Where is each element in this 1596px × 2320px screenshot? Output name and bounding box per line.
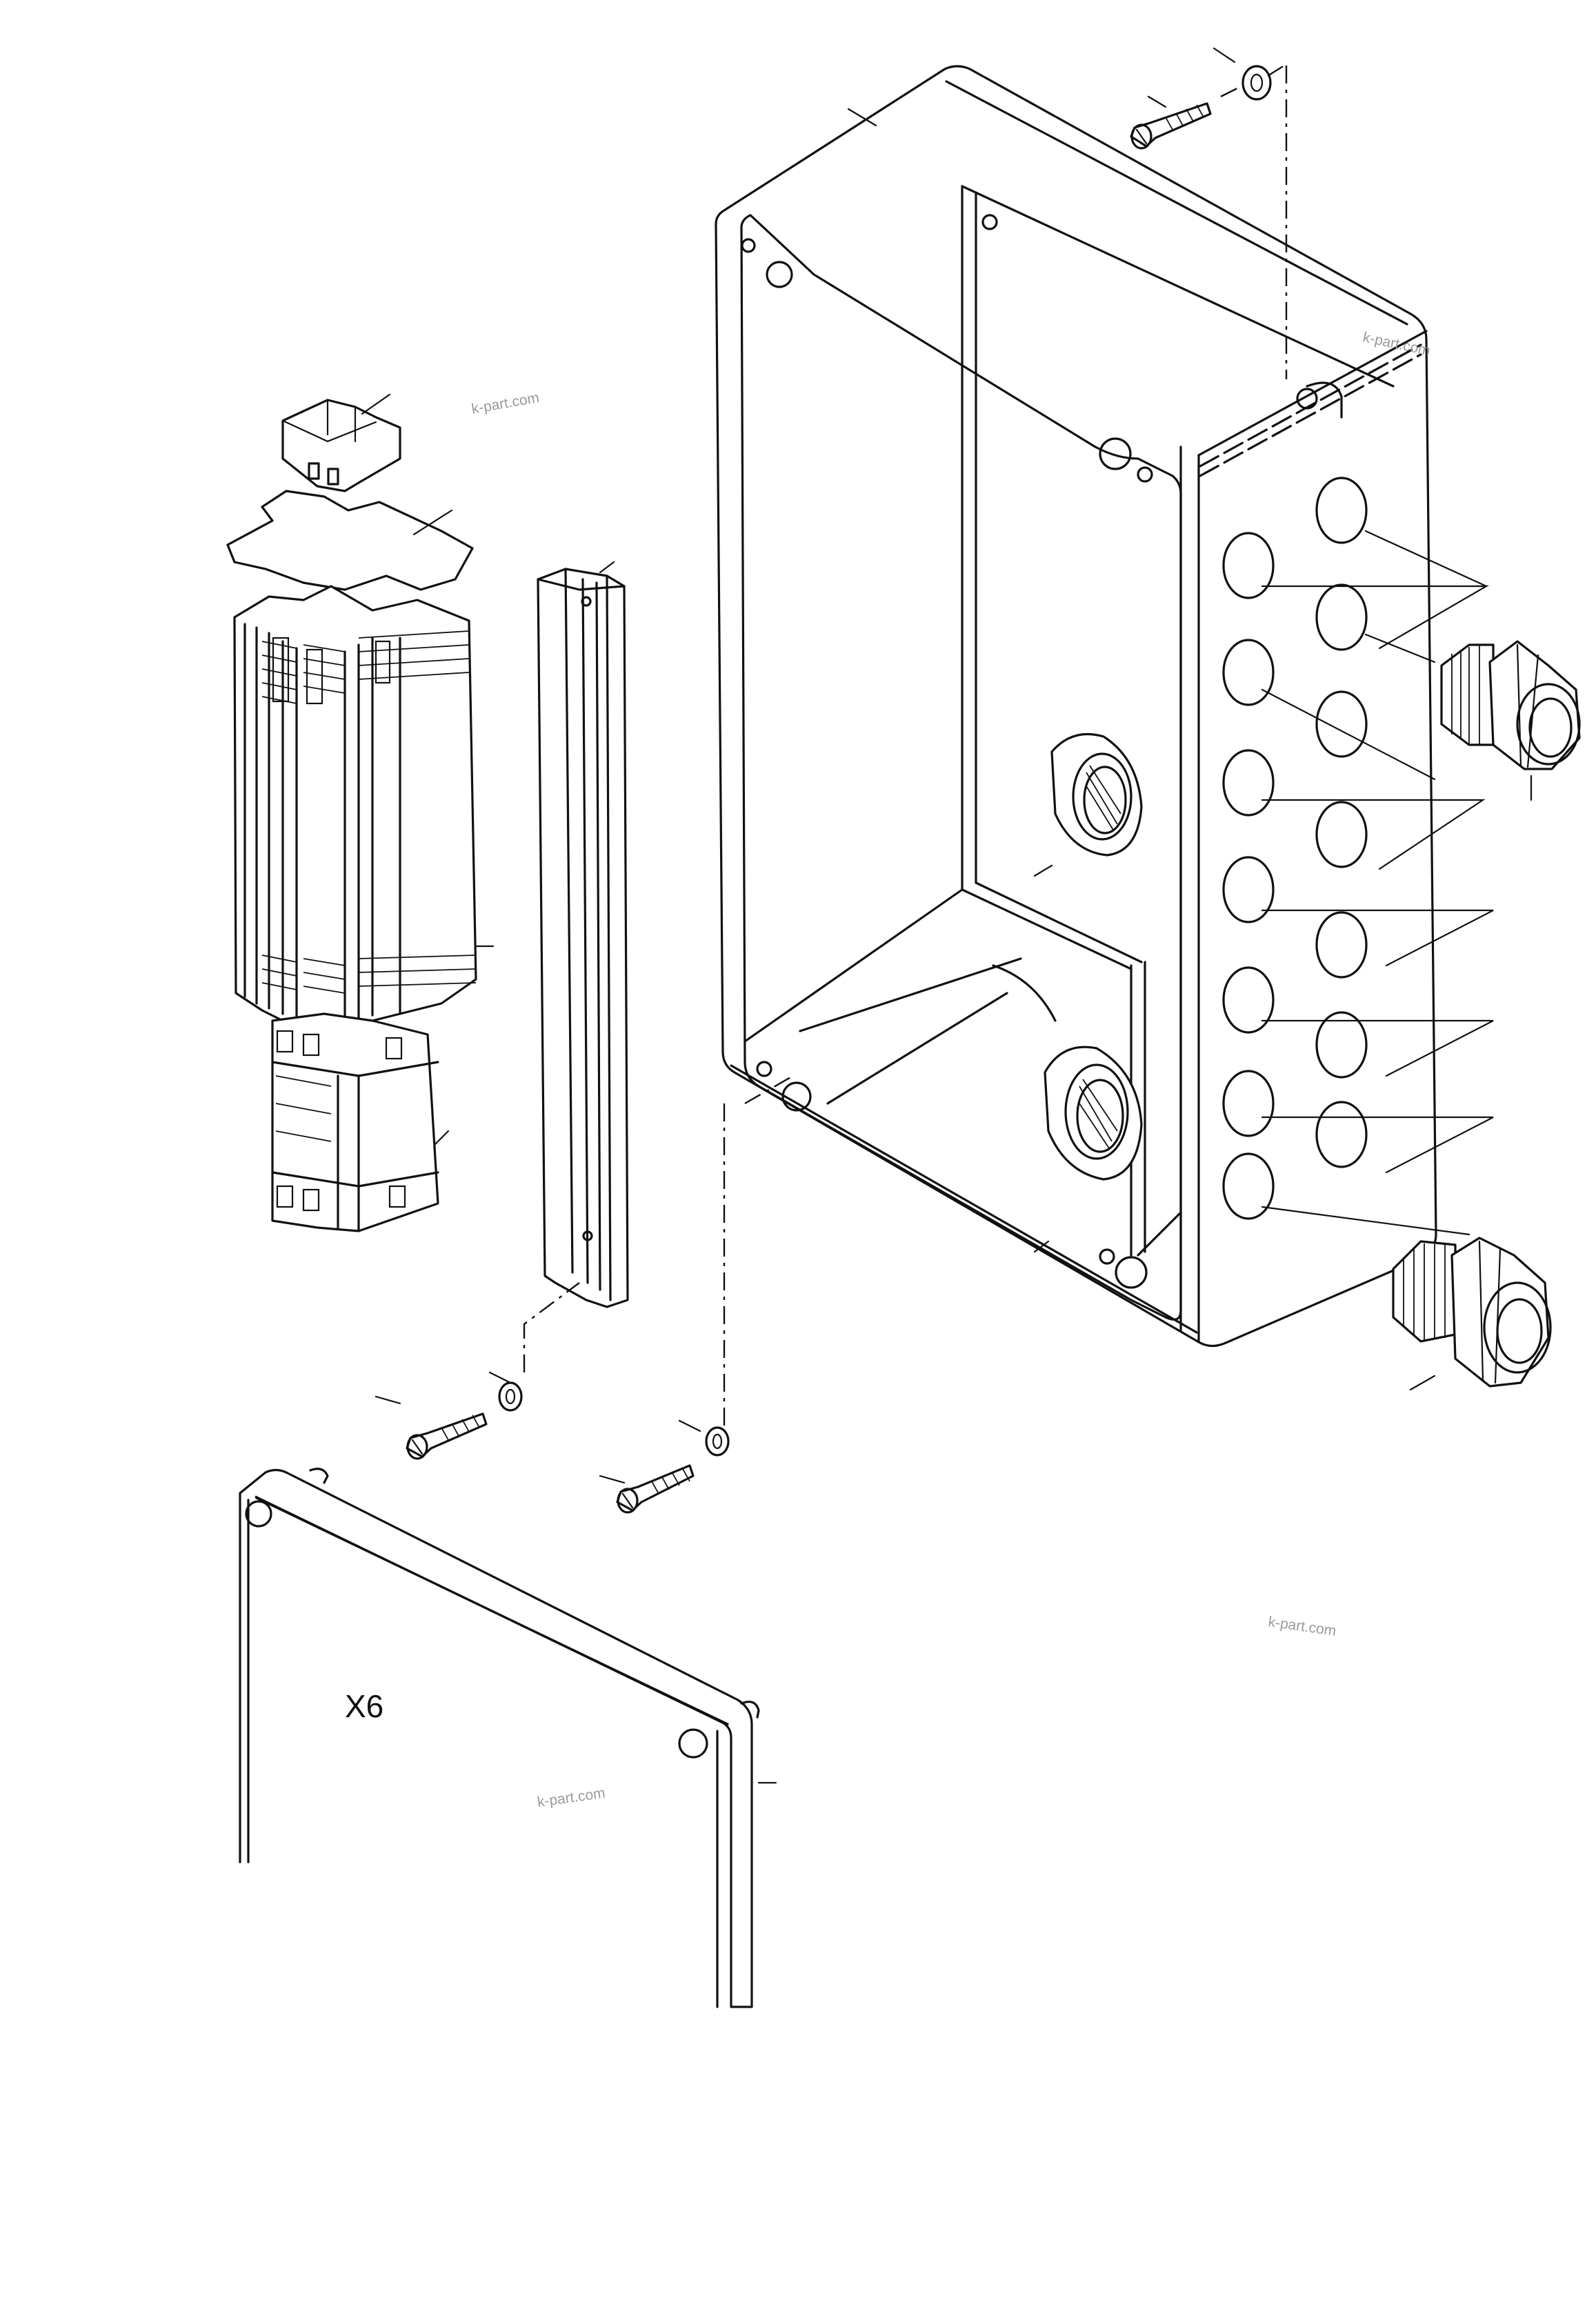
end-cover-plate: [226, 490, 474, 591]
screw-top: [1130, 102, 1212, 150]
end-clamp: [281, 399, 401, 492]
washer-middle: [705, 1426, 730, 1457]
cable-gland-lower: [1392, 1237, 1552, 1388]
screw-left: [406, 1412, 488, 1460]
mounting-rail: [537, 568, 629, 1308]
terminal-block-assembly: [233, 585, 477, 1232]
washer-top: [1241, 65, 1272, 101]
panel-label: X6: [345, 1688, 383, 1724]
enclosure-entry-holes: [1222, 477, 1368, 1220]
watermark-4: k-part.com: [536, 1785, 606, 1810]
terminal-detail-top: [261, 630, 470, 705]
watermark-3: k-part.com: [1267, 1614, 1337, 1639]
cover-lid: [239, 1468, 760, 2008]
lock-nut-lower: [1044, 1046, 1143, 1181]
leader-lines: [361, 47, 1533, 1784]
assembly-axes: [523, 64, 1288, 1431]
cable-gland-upper: [1440, 640, 1581, 770]
enclosure-box: [715, 65, 1437, 1348]
terminal-detail-bottom: [261, 954, 477, 994]
lock-nut-upper: [1050, 732, 1143, 857]
washer-left: [498, 1381, 523, 1412]
assembly-lines-holes: [1261, 530, 1494, 1236]
watermark-1: k-part.com: [470, 390, 541, 417]
screw-middle: [616, 1464, 695, 1514]
